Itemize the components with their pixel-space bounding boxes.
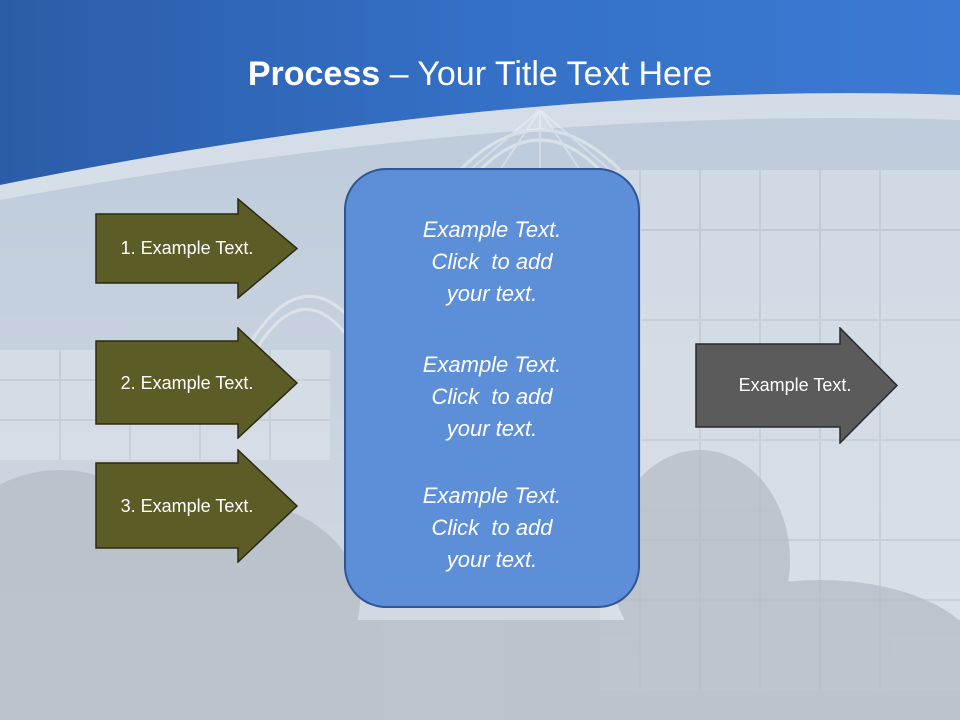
right-arrow-icon bbox=[695, 327, 899, 444]
center-text-line: Example Text. bbox=[422, 217, 562, 242]
step-arrow-1[interactable]: 1. Example Text. bbox=[95, 198, 299, 299]
title-bold: Process bbox=[247, 55, 381, 93]
right-arrow-icon bbox=[95, 327, 299, 439]
center-text-block-2[interactable]: Example Text. Click to add your text. bbox=[346, 349, 638, 445]
right-arrow-icon bbox=[95, 449, 299, 563]
step-label: 1. Example Text. bbox=[120, 238, 254, 258]
center-text-line: Click to add bbox=[431, 515, 553, 540]
center-text-box[interactable]: Example Text. Click to add your text. Exam… bbox=[344, 168, 640, 608]
center-text-block-3[interactable]: Example Text. Click to add your text. bbox=[346, 480, 638, 576]
center-line: Example Text. Click to add your text. bbox=[346, 349, 638, 445]
slide-title: Process – Your Title Text Here bbox=[0, 52, 960, 96]
step-label: 3. Example Text. bbox=[120, 495, 254, 516]
output-arrow[interactable]: Example Text. bbox=[695, 327, 899, 444]
center-text-block-1[interactable]: Example Text. Click to add your text. bbox=[346, 214, 638, 310]
center-text-line: your text. bbox=[446, 416, 538, 441]
center-text-line: your text. bbox=[446, 281, 538, 306]
center-text-line: your text. bbox=[446, 547, 538, 572]
center-text-line: Click to add bbox=[431, 249, 553, 274]
step-label: 2. Example Text. bbox=[120, 372, 254, 393]
center-text-line: Example Text. bbox=[422, 483, 562, 508]
step-arrow-2[interactable]: 2. Example Text. bbox=[95, 327, 299, 439]
center-line: Example Text. Click to add your text. bbox=[346, 480, 638, 576]
center-text-line: Click to add bbox=[431, 384, 553, 409]
trees bbox=[0, 450, 960, 720]
step-arrow-3[interactable]: 3. Example Text. bbox=[95, 449, 299, 563]
center-line: Example Text. Click to add your text. bbox=[346, 214, 638, 310]
center-text-line: Example Text. bbox=[422, 352, 562, 377]
output-label: Example Text. bbox=[738, 375, 852, 395]
header-band bbox=[0, 0, 960, 185]
header-swoosh bbox=[0, 93, 960, 200]
title-rest: – Your Title Text Here bbox=[380, 55, 713, 93]
right-arrow-icon bbox=[95, 198, 299, 299]
